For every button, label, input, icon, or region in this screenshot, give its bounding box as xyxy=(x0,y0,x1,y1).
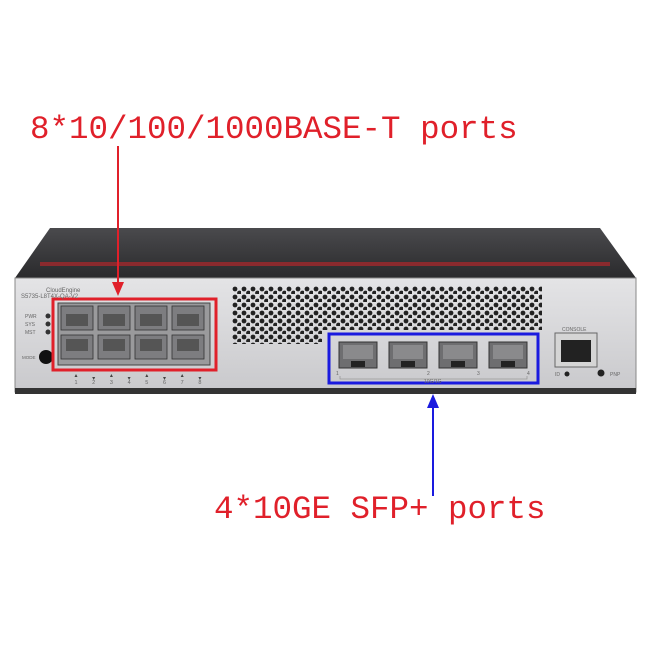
rj45-port-number: 3 xyxy=(110,380,113,386)
sfp-port-number: 3 xyxy=(477,371,480,377)
sfp-latch xyxy=(451,361,465,367)
rj45-port-socket xyxy=(103,314,125,326)
rj45-port-number: 6 xyxy=(163,380,166,386)
pnp-button xyxy=(597,369,605,377)
rj45-port-number: 8 xyxy=(198,380,201,386)
sfp-latch xyxy=(351,361,365,367)
rj45-port-socket xyxy=(140,314,162,326)
vent-grille xyxy=(232,286,542,330)
console-label: CONSOLE xyxy=(562,327,587,333)
chassis-top xyxy=(15,228,636,278)
rj45-ports-callout: 8*10/100/1000BASE-T ports xyxy=(30,111,518,148)
sfp-ports-callout: 4*10GE SFP+ ports xyxy=(214,491,546,528)
port-indicator-icon xyxy=(127,377,131,380)
rj45-port-socket xyxy=(103,339,125,351)
port-indicator-icon xyxy=(109,374,113,377)
brand-label: CloudEngine xyxy=(46,288,81,294)
port-indicator-icon xyxy=(145,374,149,377)
rj45-ports xyxy=(60,305,205,360)
sfp-highlight-box xyxy=(327,332,540,385)
mode-label: MODE xyxy=(22,355,36,360)
port-indicator-icon xyxy=(163,377,166,380)
port-indicator-icon xyxy=(180,374,184,377)
port-indicator-icon xyxy=(92,377,96,380)
rj45-port-socket xyxy=(140,339,162,351)
sfp-port-number: 2 xyxy=(427,371,430,377)
sfp-speed-label: 10G/1G xyxy=(424,379,442,385)
mst-led xyxy=(45,329,51,335)
sfp-latch xyxy=(501,361,515,367)
rj45-port-number: 4 xyxy=(128,380,131,386)
id-label: ID xyxy=(555,372,560,378)
model-label: S5735-L8T4X-QA-V2 xyxy=(21,294,79,300)
port-indicator-icon xyxy=(74,374,78,377)
rj45-port-socket xyxy=(177,339,199,351)
rj45-port-socket xyxy=(66,314,88,326)
pnp-label: PNP xyxy=(610,372,621,378)
sfp-port-number: 4 xyxy=(527,371,530,377)
sfp-port-number: 1 xyxy=(336,371,339,377)
led-label-pwr: PWR xyxy=(25,314,37,320)
rj45-port-socket xyxy=(177,314,199,326)
rj45-port-number: 1 xyxy=(74,380,77,386)
sfp-cage-inner xyxy=(343,345,373,359)
rj45-port-number: 7 xyxy=(181,380,184,386)
mode-button xyxy=(39,350,53,364)
pwr-led xyxy=(45,313,51,319)
led-label-mst: MST xyxy=(25,330,36,336)
sys-led xyxy=(45,321,51,327)
sfp-cage-inner xyxy=(393,345,423,359)
sfp-latch xyxy=(401,361,415,367)
led-label-sys: SYS xyxy=(25,322,36,328)
sfp-cage-inner xyxy=(443,345,473,359)
sfp-ports xyxy=(338,341,528,369)
rj45-port-number: 2 xyxy=(92,380,95,386)
rj45-port-socket xyxy=(66,339,88,351)
rj45-port-number: 5 xyxy=(145,380,148,386)
rj45-highlight-box xyxy=(51,297,218,372)
port-indicator-icon xyxy=(198,377,202,380)
chassis-red-stripe xyxy=(40,262,610,266)
sfp-cage-inner xyxy=(493,345,523,359)
